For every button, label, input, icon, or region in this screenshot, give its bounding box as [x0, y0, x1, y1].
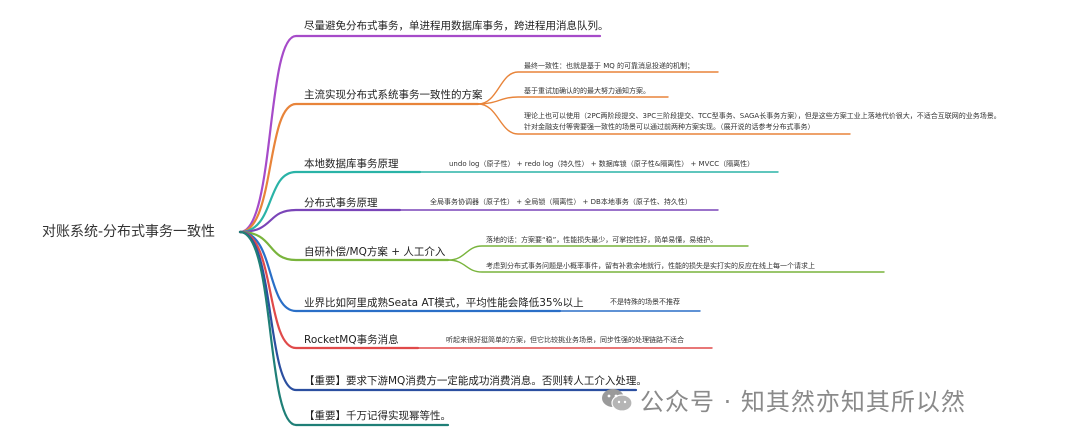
connector-mainstream-sub-0 — [477, 71, 719, 105]
note-low-probability: 考虑到分布式事务问题是小概率事件，留有补救余地就行，性能的损失是实打实的反应在线… — [486, 262, 815, 270]
note-finance-scenario: 针对金融支付等需要强一致性的场景可以通过前两种方案实现。（展开说的话参考分布式事… — [524, 123, 815, 131]
branch-mainstream-solutions: 主流实现分布式系统事务一致性的方案 — [304, 89, 483, 101]
note-local-tx-components: undo log（原子性） + redo log（持久性） + 数据库锁（原子性… — [449, 160, 755, 168]
branch-seata-at-mode: 业界比如阿里成熟Seata AT模式，平均性能会降低35%以上 — [304, 297, 584, 309]
branch-important-consumer: 【重要】要求下游MQ消费方一定能成功消费消息。否则转人工介入处理。 — [304, 375, 647, 387]
connector-mainstream — [238, 102, 480, 234]
connector-local-tx — [238, 170, 422, 234]
note-theory-2pc-3pc: 理论上也可以使用（2PC两阶段提交、3PC三阶段提交、TCC型事务、SAGA长事… — [524, 112, 1001, 120]
connector-mainstream-sub-2 — [477, 103, 851, 135]
wechat-logo-icon — [602, 389, 633, 412]
connector-compensation — [238, 230, 450, 262]
note-not-recommended: 不是特殊的场景不推荐 — [610, 298, 680, 306]
note-eventual-consistency: 最终一致性：也就是基于 MQ 的可靠消息投递的机制； — [524, 62, 694, 70]
connector-idempotency — [238, 230, 450, 427]
branch-avoid-distributed-tx: 尽量避免分布式事务，单进程用数据库事务，跨进程用消息队列。 — [304, 20, 609, 32]
note-landing-stable: 落地的话：方案要“稳”，性能损失最少，可掌控性好，简单易懂，易维护。 — [486, 236, 718, 244]
note-rocketmq-caveat: 听起来很好挺简单的方案，但它比较挑业务场景，同步性强的处理链路不适合 — [446, 336, 684, 344]
root-topic: 对账系统-分布式事务一致性 — [42, 224, 216, 240]
branch-self-developed-compensation: 自研补偿/MQ方案 + 人工介入 — [304, 246, 446, 258]
connector-dist-tx — [238, 208, 402, 234]
branch-important-idempotency: 【重要】千万记得实现幂等性。 — [304, 410, 451, 422]
connector-mainstream-sub-1 — [477, 96, 669, 105]
connector-avoid — [238, 34, 602, 234]
branch-local-db-tx-principle: 本地数据库事务原理 — [304, 158, 399, 170]
note-best-effort-notify: 基于重试加确认的的最大努力通知方案。 — [524, 87, 650, 95]
branch-rocketmq-tx-message: RocketMQ事务消息 — [304, 334, 399, 346]
watermark-text: 公众号 · 知其然亦知其所以然 — [640, 388, 966, 416]
note-distributed-tx-components: 全局事务协调器（原子性） + 全局锁（隔离性） + DB本地事务（原子性、持久性… — [430, 198, 692, 206]
connector-compensation-sub-1 — [447, 259, 885, 273]
branch-distributed-tx-principle: 分布式事务原理 — [304, 197, 378, 209]
connector-compensation-sub-0 — [447, 245, 749, 261]
